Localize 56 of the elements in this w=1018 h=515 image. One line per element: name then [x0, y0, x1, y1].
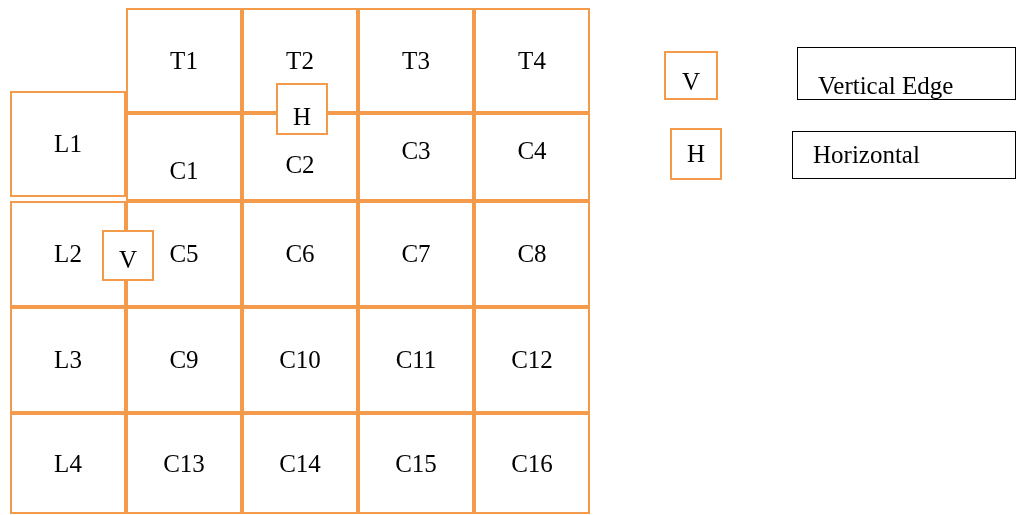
cell-label: C15 — [395, 449, 437, 478]
legend-marker-box — [670, 128, 722, 180]
legend-marker-box — [664, 51, 718, 100]
cell-label: L4 — [54, 449, 82, 478]
cell-label: C8 — [517, 240, 547, 268]
cell-label: C13 — [163, 449, 205, 478]
grid-cell — [358, 113, 474, 201]
row-header-cell — [10, 91, 126, 197]
column-header-cell — [474, 8, 590, 113]
grid-cell — [474, 201, 590, 307]
cell-label: C3 — [401, 137, 431, 165]
cell-label: T4 — [518, 46, 546, 75]
cell-label: H — [686, 140, 706, 168]
grid-cell — [474, 307, 590, 413]
grid-cell — [126, 413, 242, 514]
grid-cell — [242, 413, 358, 514]
grid-cell — [358, 307, 474, 413]
cell-label: Horizontal — [813, 141, 920, 169]
legend-label-box — [797, 47, 1016, 100]
cell-label: T1 — [170, 46, 198, 75]
cell-label: C5 — [169, 240, 199, 268]
grid-cell — [126, 307, 242, 413]
cell-label: T3 — [402, 46, 430, 75]
edge-marker-box — [102, 230, 154, 281]
cell-label: V — [681, 67, 701, 96]
cell-label: C7 — [401, 240, 431, 268]
cell-label: C4 — [517, 137, 547, 165]
row-header-cell — [10, 413, 126, 514]
cell-label: C16 — [511, 449, 553, 478]
legend-label-box — [792, 131, 1016, 179]
cell-label: H — [292, 103, 312, 131]
cell-label: C12 — [511, 346, 553, 374]
cell-label: C2 — [285, 151, 315, 179]
row-header-cell — [10, 307, 126, 413]
cell-label: C11 — [395, 346, 437, 374]
cell-label: T2 — [286, 46, 314, 75]
edge-marker-box — [276, 83, 328, 135]
cell-label: C9 — [169, 346, 199, 374]
grid-cell — [126, 113, 242, 201]
cell-label: L2 — [54, 240, 82, 268]
cell-label: L1 — [54, 130, 82, 158]
cell-label: C14 — [279, 449, 321, 478]
grid-cell — [358, 201, 474, 307]
cell-label: C1 — [169, 157, 199, 185]
grid-cell — [358, 413, 474, 514]
grid-cell — [242, 307, 358, 413]
column-header-cell — [358, 8, 474, 113]
grid-cell — [242, 201, 358, 307]
cell-label: C6 — [285, 240, 315, 268]
cell-label: C10 — [279, 346, 321, 374]
cell-label: L3 — [54, 346, 82, 374]
grid-cell — [474, 413, 590, 514]
cell-label: V — [118, 245, 138, 274]
cell-label: Vertical Edge — [818, 71, 954, 100]
column-header-cell — [126, 8, 242, 113]
grid-cell — [474, 113, 590, 201]
